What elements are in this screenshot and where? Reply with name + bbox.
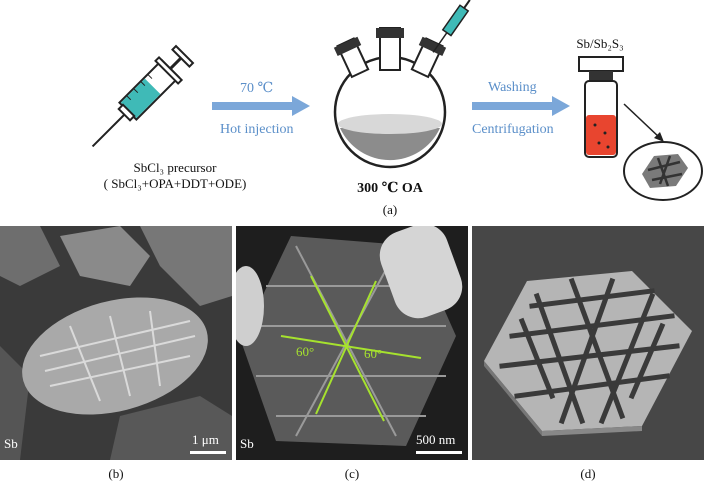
precursor-label: SbCl₃ precursor ( SbCl₃+OPA+DDT+ODE): [103, 160, 247, 191]
panel-c-scalebar-label: 500 nm: [416, 432, 456, 447]
flask-label: 300 ℃ OA: [357, 181, 423, 196]
arrow-down-right-icon: [623, 103, 664, 142]
syringe-icon: [91, 44, 195, 148]
arrow1-top-label: 70 ℃: [240, 81, 274, 96]
arrow2-bottom-label: Centrifugation: [472, 122, 554, 137]
caption-d: (d): [580, 466, 596, 481]
panel-c-corner-label: Sb: [240, 436, 254, 451]
panel-c-scalebar: [416, 451, 462, 454]
model-panel-d: [472, 226, 704, 460]
tube-label: Sb/Sb₂S₃: [576, 36, 624, 51]
sem-panel-c: 60° 60° Sb 500 nm: [236, 226, 468, 460]
caption-b: (b): [108, 466, 124, 481]
caption-c: (c): [344, 466, 360, 481]
panel-b-corner-label: Sb: [4, 436, 18, 451]
three-neck-flask-icon: [333, 0, 471, 169]
arrow1-bottom-label: Hot injection: [220, 122, 294, 137]
arrow2-top-label: Washing: [488, 80, 537, 95]
arrow-right-icon: [212, 96, 310, 116]
angle-label-2: 60°: [364, 346, 383, 361]
caption-a: (a): [382, 202, 398, 217]
nanosheet-inset: [623, 141, 703, 201]
angle-label-1: 60°: [296, 344, 315, 359]
centrifuge-tube-icon: [578, 56, 624, 158]
panel-b-scalebar-label: 1 μm: [192, 432, 219, 447]
panel-b-scalebar: [190, 451, 226, 454]
sem-panel-b: Sb 1 μm: [0, 226, 232, 460]
arrow-right-icon: [472, 96, 570, 116]
